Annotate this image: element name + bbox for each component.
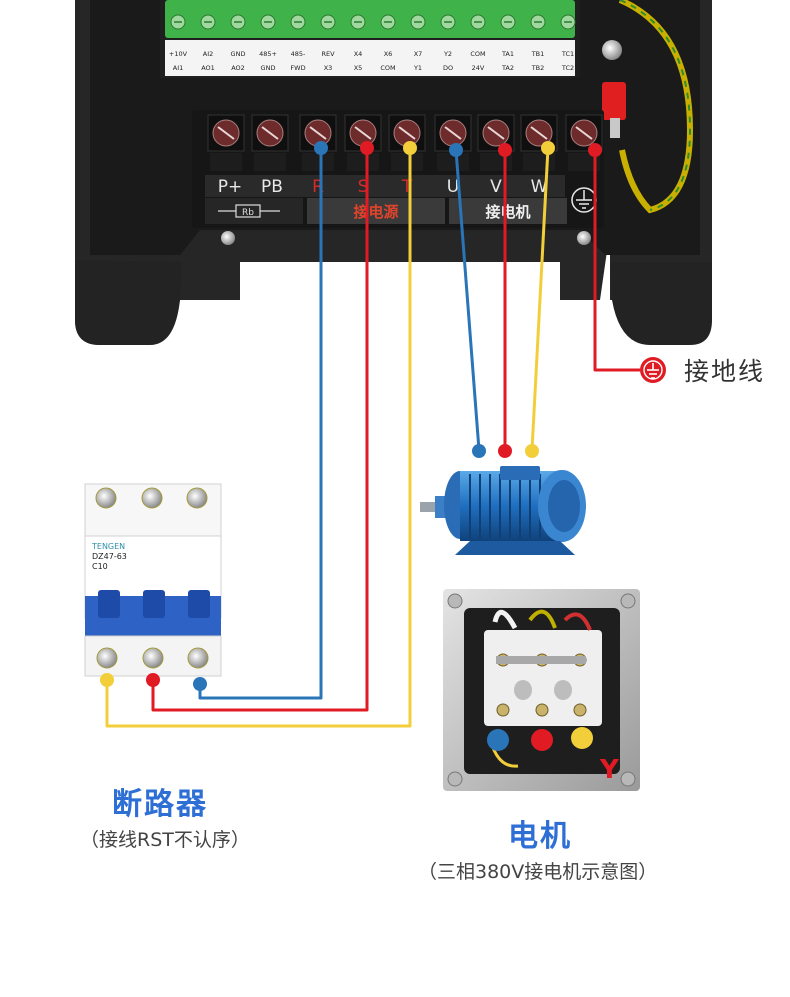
motor-illustration (420, 466, 586, 555)
control-terminal-label: AO1 (201, 64, 215, 72)
power-terminal-slot (309, 126, 327, 140)
circuit-breaker: TENGEN DZ47-63 C10 (84, 483, 222, 677)
wire-t-yellow (105, 148, 412, 728)
breaker-note: （接线RST不认序） (80, 829, 250, 851)
control-terminal-label: AI2 (203, 50, 214, 58)
control-terminal-label: X6 (384, 50, 393, 58)
motor-box-dots (487, 727, 593, 751)
control-terminal-labels-bottom: AI1 AO1 AO2 GND FWD X3 X5 COM Y1 DO 24V TA2 TB2 TC2 (173, 64, 574, 72)
power-terminal-base (391, 153, 423, 171)
power-terminal-base (254, 153, 286, 171)
control-terminal-label: X3 (324, 64, 333, 72)
motor-output-label: 接电机 (485, 203, 530, 221)
ground-wire-label: 接地线 (684, 357, 766, 386)
brake-resistor-icon: Rb (218, 204, 280, 218)
power-terminal-slot (487, 126, 505, 140)
terminal-function-band: Rb 接电源 接电机 (205, 198, 567, 224)
motor-note: （三相380V接电机示意图） (418, 861, 658, 883)
control-terminal-screws (170, 14, 576, 30)
terminal-label-pb: PB (261, 177, 283, 197)
control-terminal-label: TA1 (501, 50, 514, 58)
control-terminal-label: 485+ (259, 50, 277, 58)
power-input-label: 接电源 (353, 203, 398, 221)
wire-ground-red (593, 150, 640, 372)
wire-s-red (151, 148, 369, 712)
power-terminal-base (523, 153, 555, 171)
control-terminal-label: X4 (354, 50, 363, 58)
control-terminal-label: DO (443, 64, 453, 72)
control-terminal-labels-top: +10V AI2 GND 485+ 485- REV X4 X6 X7 Y2 COM TA1 TB1 TC… (169, 50, 574, 58)
control-terminal-label: TB1 (531, 50, 545, 58)
control-terminal-label: REV (321, 50, 335, 58)
power-terminal-slot (354, 126, 372, 140)
breaker-dots (100, 673, 207, 691)
terminal-label-p-plus: P+ (218, 177, 243, 197)
control-terminal-label: Y1 (413, 64, 422, 72)
terminal-dots (314, 141, 602, 458)
star-connection-label: Y (599, 755, 620, 785)
control-terminal-label: FWD (290, 64, 305, 72)
control-terminal-label: TC2 (561, 64, 574, 72)
control-terminal-label: GND (231, 50, 246, 58)
control-terminal-label: X5 (354, 64, 363, 72)
control-terminal-label: +10V (169, 50, 188, 58)
terminal-label-u: U (447, 177, 459, 197)
power-terminal-base (437, 153, 469, 171)
terminal-label-w: W (531, 177, 548, 197)
control-terminal-label: TB2 (531, 64, 545, 72)
power-terminal-slot (217, 126, 235, 140)
breaker-title: 断路器 (112, 787, 208, 822)
control-terminal-label: AI1 (173, 64, 184, 72)
control-terminal-label: COM (380, 64, 395, 72)
control-terminal-label: 24V (472, 64, 485, 72)
power-terminal-screws (207, 114, 603, 171)
power-terminal-slot (530, 126, 548, 140)
mount-screw (221, 231, 235, 245)
wire-w-yellow (530, 147, 550, 451)
control-terminal-label: GND (261, 64, 276, 72)
ground-icon (640, 357, 666, 383)
control-terminal-label: TC1 (561, 50, 574, 58)
power-terminal-base (210, 153, 242, 171)
control-terminal-label: 485- (291, 50, 306, 58)
power-terminal-base (568, 153, 600, 171)
power-terminal-slot (444, 126, 462, 140)
control-terminal-label: AO2 (231, 64, 245, 72)
power-terminal-slot (575, 126, 593, 140)
control-terminal-label: COM (470, 50, 485, 58)
terminal-label-row: P+ PB R S T U V W (205, 175, 597, 213)
earth-lead (602, 0, 694, 214)
terminal-label-s: S (358, 177, 369, 197)
breaker-brand: TENGEN (91, 542, 125, 551)
power-terminal-base (347, 153, 379, 171)
breaker-model: DZ47-63 (92, 552, 127, 561)
breaker-rating: C10 (92, 562, 108, 571)
control-board (160, 0, 580, 78)
power-terminal-slot (398, 126, 416, 140)
terminal-label-v: V (490, 177, 502, 197)
control-terminal-label: TA2 (501, 64, 514, 72)
wire-u-blue (454, 149, 481, 451)
brake-resistor-label: Rb (242, 208, 254, 218)
control-terminal-label: Y2 (443, 50, 452, 58)
control-terminal-label: X7 (414, 50, 423, 58)
motor-title: 电机 (508, 819, 572, 854)
mount-screw (577, 231, 591, 245)
power-terminal-slot (261, 126, 279, 140)
power-terminal-base (302, 153, 334, 171)
motor-terminal-box: Y (443, 589, 640, 791)
